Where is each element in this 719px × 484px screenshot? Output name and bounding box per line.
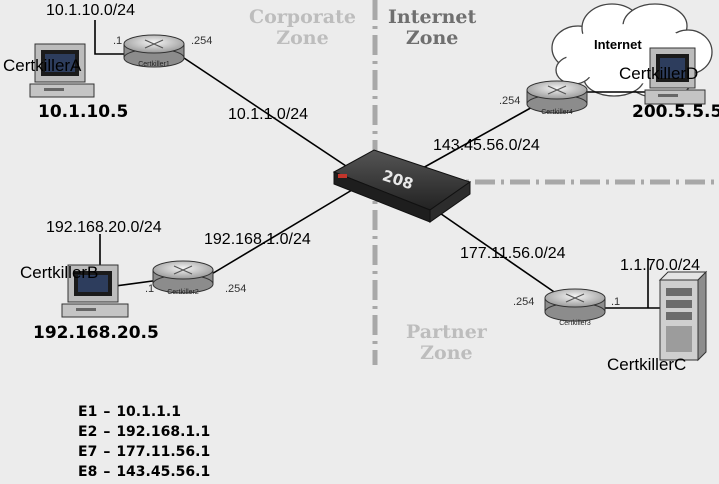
legend-row-e8: E8–143.45.56.1 xyxy=(78,462,210,482)
link-r2-firewall xyxy=(209,189,353,276)
legend-sep: – xyxy=(103,464,111,480)
legend-sep: – xyxy=(103,424,111,440)
host-b-workstation xyxy=(61,264,129,318)
host-b-name: CertkillerB xyxy=(20,263,99,282)
router-certkiller3: Certkiller3 xyxy=(544,288,606,327)
router-certkiller1: Certkiller1 xyxy=(123,34,185,68)
link-r1-firewall xyxy=(183,57,356,173)
legend-row-e1: E1–10.1.1.1 xyxy=(78,402,210,422)
router-label-certkiller3: Certkiller3 xyxy=(559,320,591,327)
router-label-certkiller1: Certkiller1 xyxy=(138,61,170,68)
host-a-name: CertkillerA xyxy=(3,56,82,75)
host-a-workstation xyxy=(29,43,95,98)
legend-ip-e2: 192.168.1.1 xyxy=(116,424,211,440)
host-c-name: CertkillerC xyxy=(607,355,687,374)
lan-b-label: 192.168.20.0/24 xyxy=(46,219,162,236)
router-label-certkiller4: Certkiller4 xyxy=(541,109,573,116)
legend-ip-e7: 177.11.56.1 xyxy=(116,444,211,460)
interface-legend: E1–10.1.1.1 E2–192.168.1.1 E7–177.11.56.… xyxy=(78,402,210,482)
link-fw-r3-label: 177.11.56.0/24 xyxy=(460,245,566,262)
zone-internet-line2: Zone xyxy=(405,27,459,50)
zone-partner-line2: Zone xyxy=(420,342,473,365)
link-host-a-r1 xyxy=(94,20,124,55)
link-r1-fw-label: 10.1.1.0/24 xyxy=(228,106,309,123)
firewall-208: 208 xyxy=(332,149,472,223)
link-r2-fw-label: 192.168.1.0/24 xyxy=(204,231,311,248)
zone-internet-line1: Internet xyxy=(388,6,477,28)
zone-corporate-line2: Zone xyxy=(276,27,329,50)
router-label-certkiller2: Certkiller2 xyxy=(167,289,199,296)
host-a-ip: 10.1.10.5 xyxy=(38,102,129,122)
legend-ip-e8: 143.45.56.1 xyxy=(116,464,211,480)
port-r4-wan: .254 xyxy=(499,95,521,107)
host-c-server xyxy=(658,270,708,362)
port-r1-lan: .1 xyxy=(113,35,123,47)
port-r3-lan: .1 xyxy=(611,296,621,308)
lan-c-label: 1.1.70.0/24 xyxy=(620,257,701,274)
port-r2-wan: .254 xyxy=(225,283,247,295)
router-certkiller2: Certkiller2 xyxy=(152,260,214,296)
host-d-ip: 200.5.5.5 xyxy=(632,102,719,122)
legend-iface-e7: E7 xyxy=(78,444,98,460)
zone-label-corporate: Corporate Zone xyxy=(249,6,356,50)
zone-partner-line1: Partner xyxy=(406,321,487,343)
legend-ip-e1: 10.1.1.1 xyxy=(116,404,181,420)
zone-label-partner: Partner Zone xyxy=(406,321,487,365)
legend-iface-e1: E1 xyxy=(78,404,98,420)
zone-corporate-line1: Corporate xyxy=(249,6,356,28)
lan-a-label: 10.1.10.0/24 xyxy=(46,2,135,19)
host-d-workstation xyxy=(644,47,706,105)
port-r1-wan: .254 xyxy=(191,35,213,47)
cloud-label: Internet xyxy=(594,37,642,52)
link-fw-r4-label: 143.45.56.0/24 xyxy=(433,137,540,154)
legend-iface-e2: E2 xyxy=(78,424,98,440)
port-r2-lan: .1 xyxy=(145,283,155,295)
router-certkiller4: Certkiller4 xyxy=(526,80,588,116)
host-d-name: CertkillerD xyxy=(619,64,699,83)
legend-row-e2: E2–192.168.1.1 xyxy=(78,422,210,442)
link-firewall-r4 xyxy=(411,99,546,175)
legend-sep: – xyxy=(103,444,111,460)
zone-label-internet: Internet Zone xyxy=(388,6,477,50)
legend-row-e7: E7–177.11.56.1 xyxy=(78,442,210,462)
host-b-ip: 192.168.20.5 xyxy=(33,323,159,343)
port-r3-wan: .254 xyxy=(513,296,535,308)
legend-iface-e8: E8 xyxy=(78,464,98,480)
legend-sep: – xyxy=(103,404,111,420)
